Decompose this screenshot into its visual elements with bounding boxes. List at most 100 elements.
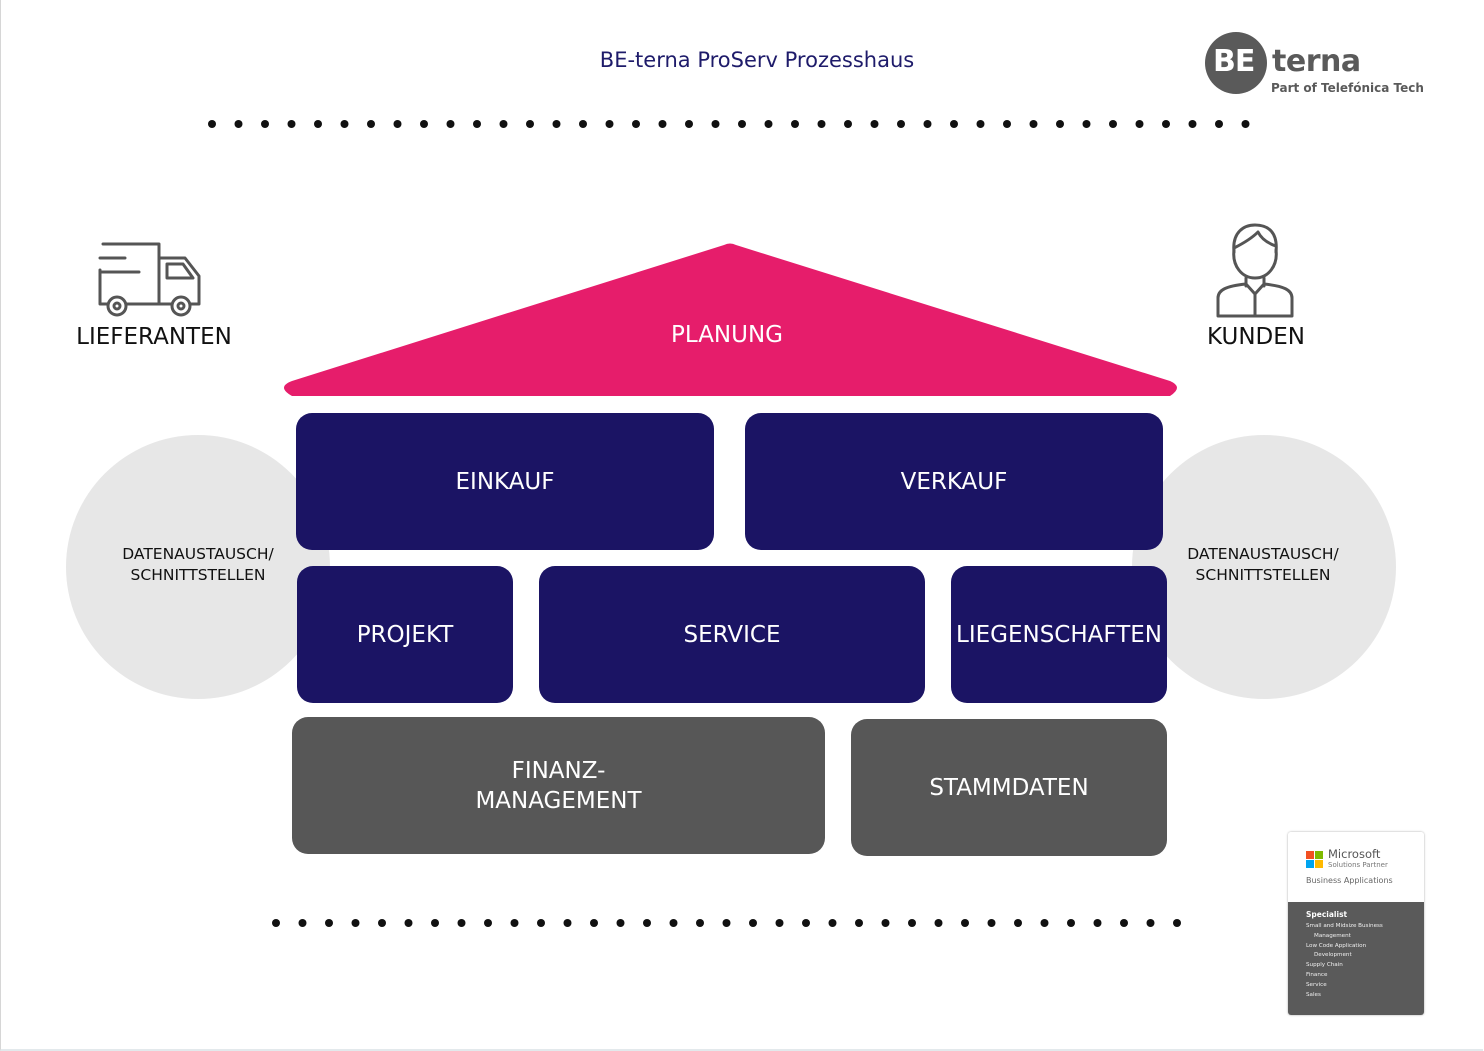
dot (870, 120, 879, 128)
real-estate-label: LIEGENSCHAFTEN (956, 621, 1162, 648)
left-data-exchange-circle (66, 435, 330, 699)
dot (1056, 120, 1064, 128)
dot (817, 120, 826, 128)
project-block[interactable]: PROJEKT (297, 566, 513, 703)
dot (961, 919, 969, 927)
dot (473, 120, 481, 128)
dot (1120, 919, 1128, 927)
suppliers-label: LIEFERANTEN (76, 324, 232, 350)
dot (658, 120, 667, 128)
purchasing-block[interactable]: EINKAUF (296, 413, 714, 550)
dot (208, 120, 216, 128)
dot (1040, 919, 1049, 927)
specialization-item: Finance (1306, 971, 1328, 978)
bottom-dotted-line (272, 919, 1181, 927)
dot (881, 919, 890, 927)
dot (484, 919, 492, 927)
right-data-exchange-circle (1132, 435, 1396, 699)
specialization-item: Small and Midsize Business (1306, 923, 1383, 929)
master-data-block[interactable]: STAMMDATEN (851, 719, 1167, 856)
dot (828, 919, 837, 927)
dot (1173, 919, 1181, 927)
top-dotted-line (208, 120, 1250, 128)
dot (446, 120, 455, 128)
dot (378, 919, 386, 927)
dot (1029, 120, 1038, 128)
page-title: BE-terna ProServ Prozesshaus (599, 48, 915, 72)
dot (696, 919, 704, 927)
dot (605, 120, 614, 128)
logo-circle (1205, 32, 1267, 94)
dot (950, 120, 958, 128)
dot (287, 120, 296, 128)
person-icon (1216, 223, 1294, 318)
left-circle-line-2: SCHNITTSTELLEN (130, 566, 266, 584)
dot (1082, 120, 1091, 128)
dot (908, 919, 916, 927)
dot (1067, 919, 1075, 927)
master-data-label: STAMMDATEN (929, 774, 1089, 801)
dot (314, 120, 322, 128)
dot (802, 919, 810, 927)
dot (791, 120, 799, 128)
dot (1109, 120, 1117, 128)
dot (775, 919, 784, 927)
badge-specialist-heading: Specialist (1306, 910, 1348, 919)
dot (987, 919, 996, 927)
dot (897, 120, 905, 128)
dot (764, 120, 773, 128)
badge-specializations: Small and Midsize Business Management Lo… (1306, 922, 1383, 1000)
dot (749, 919, 757, 927)
right-circle-line-1: DATENAUSTAUSCH/ (1187, 545, 1339, 563)
dot (499, 120, 508, 128)
specialization-item: Sales (1306, 991, 1321, 998)
dot (457, 919, 466, 927)
logo-subtitle: Part of Telefónica Tech (1271, 81, 1424, 95)
badge-partner: Solutions Partner (1328, 861, 1388, 869)
dot (261, 120, 269, 128)
dot (1093, 919, 1102, 927)
dot (1146, 919, 1155, 927)
real-estate-block[interactable]: LIEGENSCHAFTEN (951, 566, 1167, 703)
financial-management-block[interactable]: FINANZ- MANAGEMENT (292, 717, 825, 854)
purchasing-label: EINKAUF (455, 468, 555, 495)
service-label: SERVICE (683, 621, 781, 648)
logo-terna-text: terna (1272, 44, 1361, 79)
badge-bottom (1288, 902, 1424, 1015)
dot (685, 120, 693, 128)
dot (590, 919, 598, 927)
dot (844, 120, 852, 128)
dot (1162, 120, 1170, 128)
dot (1241, 120, 1250, 128)
dot (616, 919, 625, 927)
dot (325, 919, 333, 927)
dot (272, 919, 280, 927)
planning-roof (284, 243, 1177, 396)
dot (404, 919, 413, 927)
dot (1014, 919, 1022, 927)
dot (643, 919, 651, 927)
specialization-item: Service (1306, 981, 1327, 988)
microsoft-logo-icon (1306, 851, 1323, 868)
dot (711, 120, 720, 128)
right-data-exchange-text: DATENAUSTAUSCH/ SCHNITTSTELLEN (1163, 544, 1363, 586)
service-block[interactable]: SERVICE (539, 566, 925, 703)
specialization-item: Management (1314, 932, 1351, 939)
dot (1135, 120, 1144, 128)
dot (934, 919, 943, 927)
left-circle-line-1: DATENAUSTAUSCH/ (122, 545, 274, 563)
specialization-item: Supply Chain (1306, 962, 1343, 969)
sales-block[interactable]: VERKAUF (745, 413, 1163, 550)
dot (563, 919, 572, 927)
dot (234, 120, 243, 128)
dot (552, 120, 561, 128)
specialization-item: Low Code Application (1306, 942, 1367, 949)
dot (1003, 120, 1011, 128)
customers-label: KUNDEN (1207, 324, 1305, 350)
project-label: PROJEKT (356, 621, 454, 648)
dot (298, 919, 307, 927)
dot (510, 919, 519, 927)
dot (526, 120, 534, 128)
dot (351, 919, 360, 927)
